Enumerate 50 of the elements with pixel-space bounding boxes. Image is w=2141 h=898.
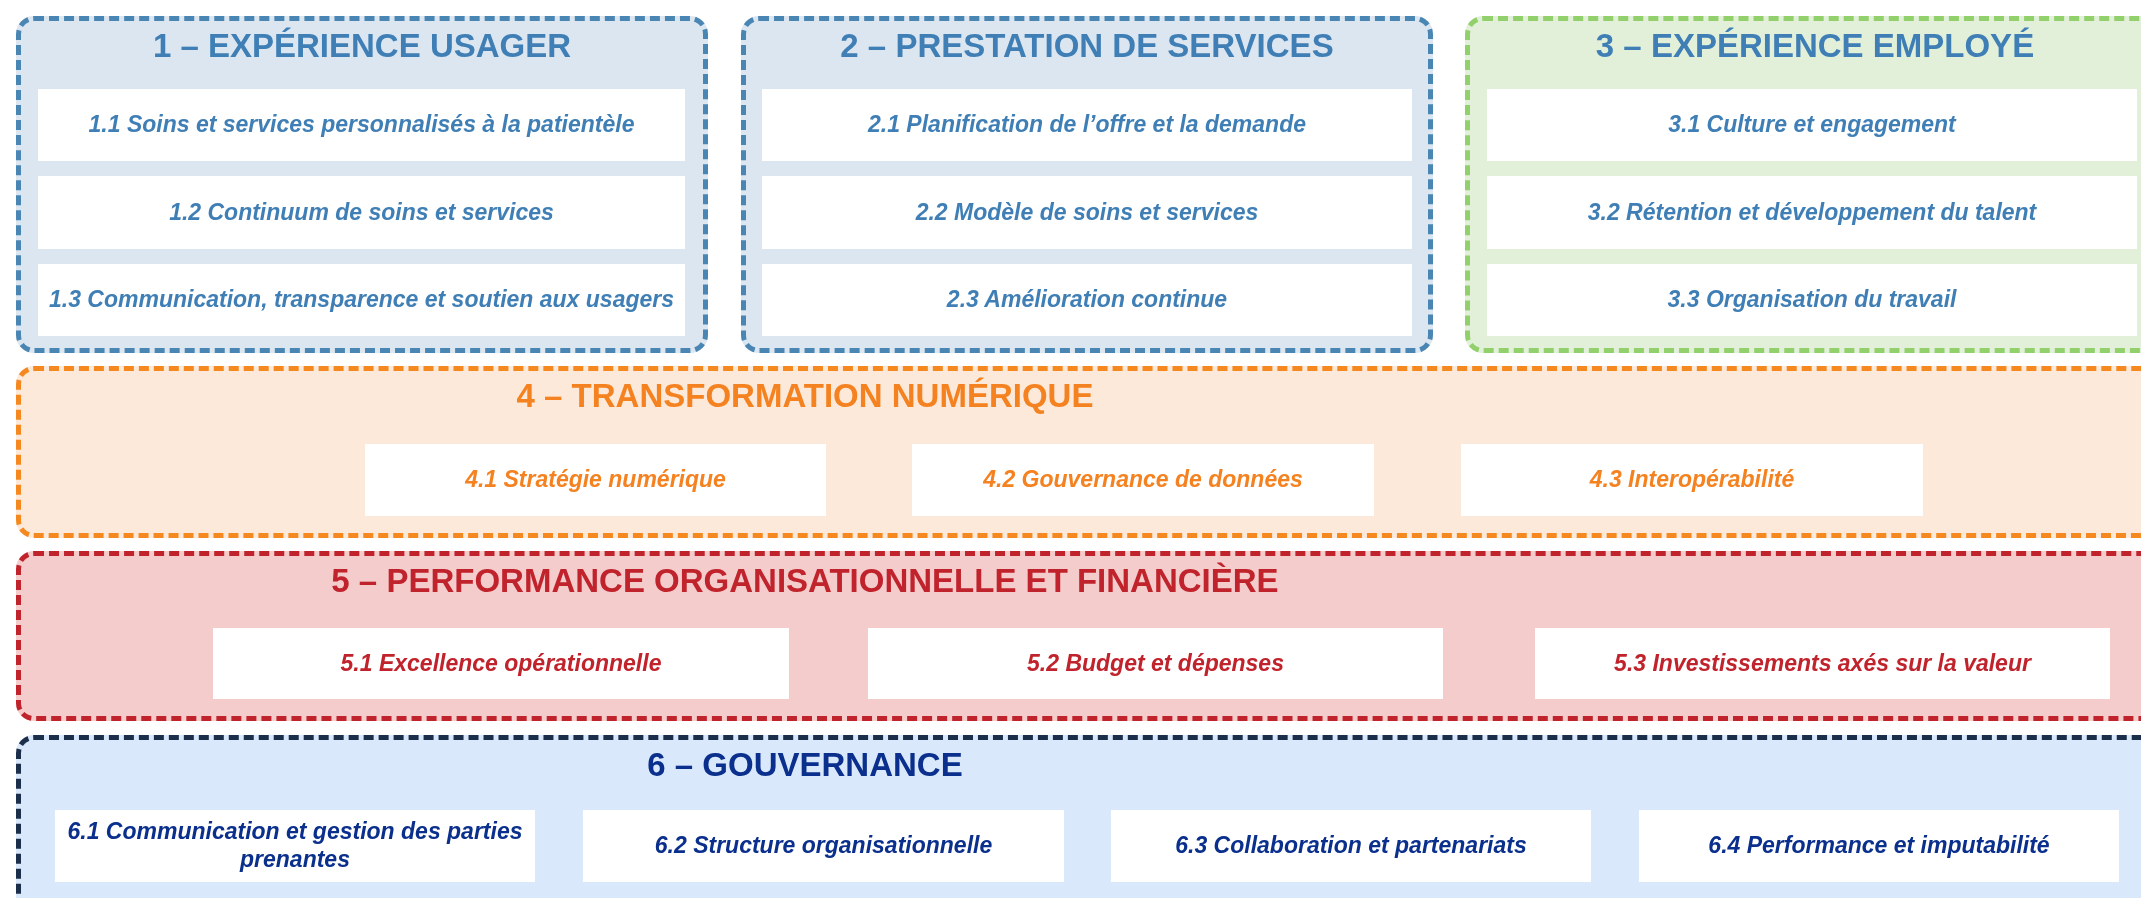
item-label: 6.3 Collaboration et partenariats bbox=[1174, 832, 1528, 860]
item-box bbox=[1639, 810, 2119, 882]
panel-title: 1 – EXPÉRIENCE USAGER bbox=[151, 27, 573, 65]
item-box bbox=[1461, 444, 1923, 516]
panel-title: 5 – PERFORMANCE ORGANISATIONNELLE ET FINANCIÈRE bbox=[330, 562, 1280, 600]
item-box bbox=[38, 176, 685, 249]
item-box bbox=[762, 89, 1412, 161]
category-panel bbox=[16, 366, 2141, 538]
item-label: 6.4 Performance et imputabilité bbox=[1707, 832, 2051, 860]
item-box bbox=[868, 628, 1443, 699]
item-label: 2.2 Modèle de soins et services bbox=[914, 198, 1260, 227]
item-box bbox=[38, 264, 685, 336]
item-label: 3.1 Culture et engagement bbox=[1667, 111, 1958, 139]
item-label: 5.2 Budget et dépenses bbox=[1026, 649, 1285, 678]
category-panel bbox=[16, 551, 2141, 721]
item-box bbox=[365, 444, 826, 516]
panel-title: 6 – GOUVERNANCE bbox=[646, 746, 964, 784]
item-box bbox=[38, 89, 685, 161]
item-label: 2.3 Amélioration continue bbox=[945, 286, 1229, 314]
item-label: 3.3 Organisation du travail bbox=[1666, 286, 1958, 314]
item-box bbox=[762, 264, 1412, 336]
category-panel bbox=[16, 735, 2141, 898]
item-box bbox=[912, 444, 1374, 516]
item-label: 4.1 Stratégie numérique bbox=[464, 466, 727, 494]
item-box bbox=[1487, 176, 2137, 249]
panel-title: 4 – TRANSFORMATION NUMÉRIQUE bbox=[515, 377, 1095, 415]
item-label: 1.1 Soins et services personnalisés à la patientèle bbox=[87, 111, 636, 139]
item-box bbox=[1535, 628, 2110, 699]
item-label: 5.1 Excellence opérationnelle bbox=[339, 649, 663, 678]
item-label: 3.2 Rétention et développement du talent bbox=[1586, 198, 2038, 227]
item-box bbox=[762, 176, 1412, 249]
item-label: 6.1 Communication et gestion des parties prenantes bbox=[66, 818, 524, 874]
category-panel bbox=[1465, 16, 2141, 353]
item-label: 1.2 Continuum de soins et services bbox=[168, 198, 555, 227]
item-label: 1.3 Communication, transparence et soutien aux usagers bbox=[48, 286, 675, 314]
item-box bbox=[583, 810, 1064, 882]
item-box bbox=[1487, 89, 2137, 161]
panel-title: 3 – EXPÉRIENCE EMPLOYÉ bbox=[1594, 27, 2036, 65]
item-box bbox=[1111, 810, 1591, 882]
item-label: 5.3 Investissements axés sur la valeur bbox=[1613, 649, 2033, 678]
item-label: 4.3 Interopérabilité bbox=[1588, 466, 1796, 494]
item-label: 4.2 Gouvernance de données bbox=[982, 466, 1304, 494]
item-box bbox=[1487, 264, 2137, 336]
item-box bbox=[213, 628, 789, 699]
item-label: 2.1 Planification de l’offre et la demande bbox=[866, 111, 1307, 139]
item-label: 6.2 Structure organisationnelle bbox=[653, 832, 994, 860]
item-box bbox=[55, 810, 535, 882]
panel-title: 2 – PRESTATION DE SERVICES bbox=[839, 27, 1335, 65]
category-panel bbox=[741, 16, 1433, 353]
category-panel bbox=[16, 16, 708, 353]
